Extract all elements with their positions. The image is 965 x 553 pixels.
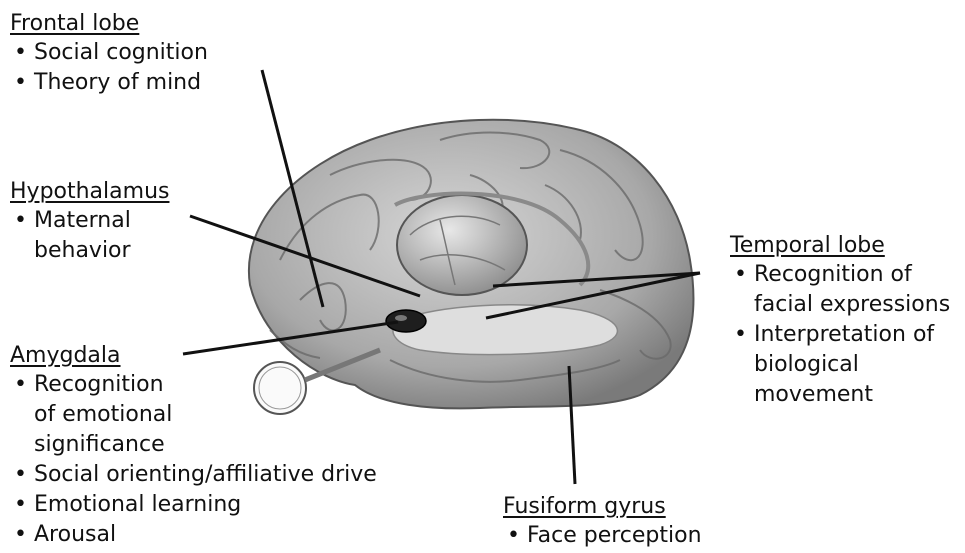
list-item: Maternal behavior <box>10 206 169 266</box>
amygdala-list: Recognition of emotional significance So… <box>10 370 377 550</box>
list-item: Emotional learning <box>10 490 377 520</box>
temporal-region <box>393 305 617 355</box>
list-item: Face perception <box>503 521 702 551</box>
frontal-lobe-label: Frontal lobe Social cognition Theory of … <box>10 10 208 98</box>
list-item: Recognition of emotional significance <box>10 370 377 460</box>
hypothalamus-list: Maternal behavior <box>10 206 169 266</box>
list-item: Theory of mind <box>10 68 208 98</box>
temporal-lobe-list: Recognition of facial expressions Interp… <box>730 260 950 410</box>
list-item: Arousal <box>10 520 377 550</box>
list-item: Social orienting/affiliative drive <box>10 460 377 490</box>
fusiform-gyrus-list: Face perception <box>503 521 702 551</box>
list-item: Social cognition <box>10 38 208 68</box>
list-item: Recognition of facial expressions <box>730 260 950 320</box>
amygdala-structure <box>386 310 426 332</box>
amygdala-label: Amygdala Recognition of emotional signif… <box>10 342 377 550</box>
hypothalamus-label: Hypothalamus Maternal behavior <box>10 178 169 266</box>
temporal-lobe-heading: Temporal lobe <box>730 232 950 260</box>
frontal-lobe-list: Social cognition Theory of mind <box>10 38 208 98</box>
fusiform-gyrus-label: Fusiform gyrus Face perception <box>503 493 702 551</box>
frontal-lobe-heading: Frontal lobe <box>10 10 208 38</box>
fusiform-gyrus-heading: Fusiform gyrus <box>503 493 702 521</box>
amygdala-heading: Amygdala <box>10 342 377 370</box>
temporal-lobe-label: Temporal lobe Recognition of facial expr… <box>730 232 950 410</box>
thalamus <box>397 195 527 295</box>
hypothalamus-heading: Hypothalamus <box>10 178 169 206</box>
list-item: Interpretation of biological movement <box>730 320 950 410</box>
